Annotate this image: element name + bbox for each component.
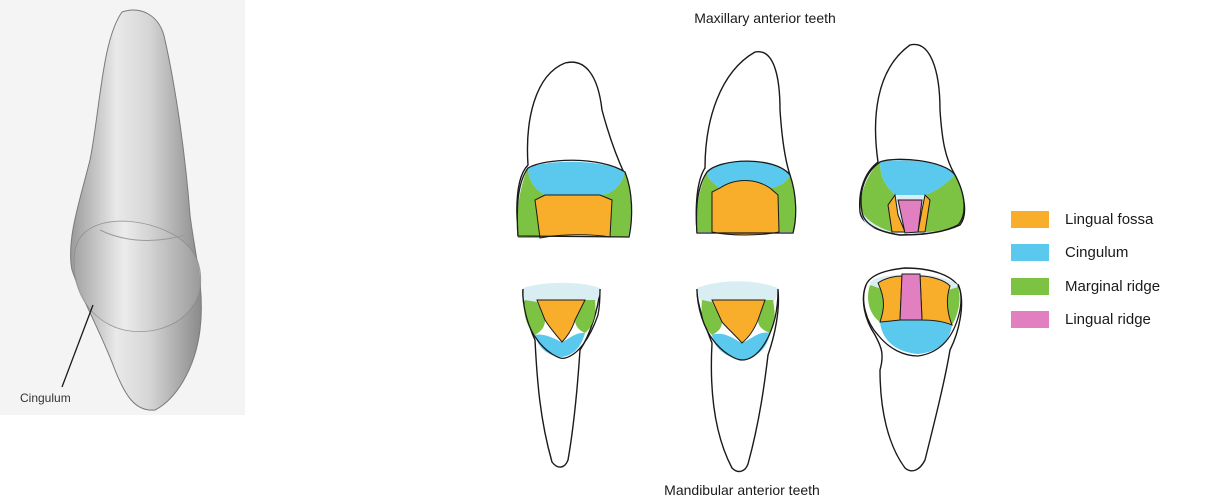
maxillary-title: Maxillary anterior teeth — [694, 10, 836, 26]
maxillary-central-incisor — [516, 62, 632, 238]
incisal-area — [697, 281, 778, 302]
lingual-fossa-right — [920, 276, 952, 325]
incisal-area — [522, 283, 600, 302]
lingual-ridge-region — [900, 274, 922, 320]
legend-label-cingulum: Cingulum — [1065, 244, 1128, 261]
legend-label-marginal-ridge: Marginal ridge — [1065, 278, 1160, 295]
legend: Lingual fossa Cingulum Marginal ridge Li… — [1011, 211, 1160, 328]
legend-item-lingual-fossa: Lingual fossa — [1011, 211, 1154, 228]
lingual-fossa-region — [712, 181, 779, 236]
legend-swatch-cingulum — [1011, 244, 1049, 261]
legend-item-lingual-ridge: Lingual ridge — [1011, 311, 1151, 328]
mandibular-title: Mandibular anterior teeth — [664, 482, 820, 498]
tooth-photo: Cingulum — [0, 0, 245, 415]
legend-swatch-lingual-ridge — [1011, 311, 1049, 328]
mandibular-canine — [863, 268, 961, 471]
mandibular-lateral-incisor — [697, 281, 778, 471]
mandibular-central-incisor — [522, 283, 600, 467]
maxillary-lateral-incisor — [696, 52, 796, 235]
legend-item-marginal-ridge: Marginal ridge — [1011, 278, 1160, 295]
cingulum-region — [528, 162, 625, 195]
maxillary-canine — [860, 44, 965, 235]
legend-item-cingulum: Cingulum — [1011, 244, 1128, 261]
legend-label-lingual-fossa: Lingual fossa — [1065, 211, 1154, 228]
legend-label-lingual-ridge: Lingual ridge — [1065, 311, 1151, 328]
cingulum-callout-label: Cingulum — [20, 391, 71, 405]
lingual-fossa-region — [535, 195, 612, 238]
legend-swatch-lingual-fossa — [1011, 211, 1049, 228]
legend-swatch-marginal-ridge — [1011, 278, 1049, 295]
